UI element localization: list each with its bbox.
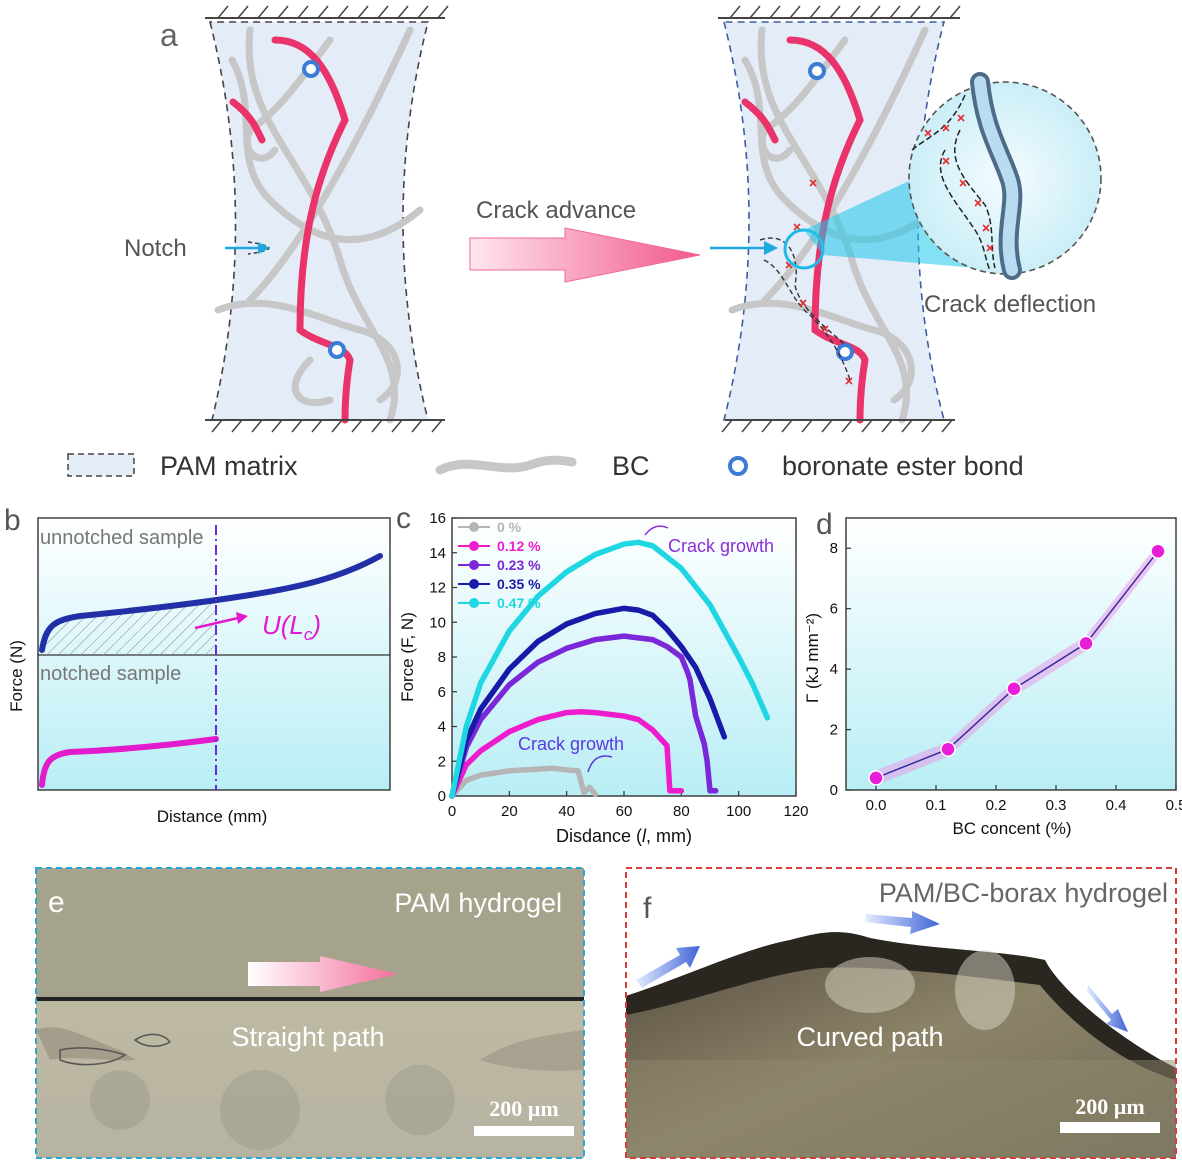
d-point [940, 741, 956, 757]
c-ytick-label: 14 [429, 545, 446, 562]
c-legend-marker [469, 560, 479, 570]
panel-d: d 0.0 0.1 0.2 0.3 0.4 0.5 0 2 4 6 8 BC concent (%)… [803, 508, 1182, 838]
c-ytick-label: 12 [429, 580, 446, 597]
d-ytick-label: 6 [830, 601, 838, 618]
panel-e-path-label: Straight path [231, 1022, 384, 1052]
panel-c-xlabel: Disdance (l, mm) [556, 826, 692, 846]
panel-e: e PAM hydrogel Straight path 200 µm [35, 867, 585, 1159]
panel-f-scale-bar [1060, 1122, 1160, 1133]
d-error-band [876, 543, 1158, 786]
panel-a-legend: PAM matrix BC boronate ester bond [67, 451, 1024, 481]
c-xtick-label: 100 [726, 803, 751, 820]
panel-c-ylabel: Force (F, N) [398, 612, 417, 702]
panel-d-letter: d [816, 508, 833, 541]
panel-e-scale-bar [474, 1126, 574, 1136]
panel-f-scale-label: 200 µm [1075, 1094, 1145, 1119]
d-xtick-label: 0.2 [986, 797, 1007, 814]
d-ytick-label: 0 [830, 782, 838, 799]
c-xtick-label: 0 [448, 803, 456, 820]
crack-advance-label: Crack advance [476, 197, 636, 224]
d-point [1006, 681, 1022, 697]
c-legend-marker [469, 598, 479, 608]
c-legend-label: 0 % [497, 519, 522, 535]
c-xtick-label: 80 [673, 803, 690, 820]
crack-advance-arrow: Crack advance [469, 197, 701, 283]
c-ytick-label: 4 [438, 719, 446, 736]
panel-d-xlabel: BC concent (%) [952, 819, 1071, 838]
d-xtick-label: 0.3 [1046, 797, 1067, 814]
panel-f-title: PAM/BC-borax hydrogel [879, 878, 1168, 908]
left-sample: Notch [124, 5, 449, 433]
panel-b-letter: b [4, 504, 21, 537]
unnotched-curve [39, 553, 383, 653]
d-xtick-label: 0.4 [1106, 797, 1127, 814]
d-ytick-label: 8 [830, 540, 838, 557]
crack-growth-annotation-bottom: Crack growth [518, 734, 624, 754]
panel-e-title: PAM hydrogel [394, 888, 562, 918]
legend-fiber: BC [612, 451, 650, 481]
panel-b: b unnotched sample notched sample U(Lc) … [4, 504, 391, 826]
panel-f: f PAM/BC-borax hydrogel Curved path 200 … [625, 867, 1177, 1159]
c-xtick-label: 60 [616, 803, 633, 820]
c-series-line-2 [449, 633, 719, 799]
c-ytick-label: 6 [438, 684, 446, 701]
crack-deflection-label: Crack deflection [924, 291, 1096, 318]
panel-c-letter: c [396, 502, 411, 535]
c-ytick-label: 2 [438, 753, 446, 770]
panel-d-ylabel: Γ (kJ mm⁻²) [803, 613, 822, 703]
d-xtick-label: 0.1 [926, 797, 947, 814]
c-legend-marker [469, 522, 479, 532]
c-xtick-label: 20 [501, 803, 518, 820]
notched-curve [39, 736, 219, 788]
d-xtick-label: 0.5 [1166, 797, 1182, 814]
c-legend-marker [469, 579, 479, 589]
panel-c-chart: 0 20 40 60 80 100 120 0 2 4 6 8 10 12 14 16 0 % 0.12 % 0.2… [429, 510, 808, 820]
notch-label: Notch [124, 235, 187, 262]
panel-b-xlabel: Distance (mm) [157, 807, 268, 826]
crack-deflection-zoom [908, 72, 1102, 280]
panel-e-letter: e [48, 886, 65, 919]
panel-d-plot-area [845, 517, 1177, 791]
c-legend-label: 0.35 % [497, 576, 541, 592]
c-legend-label: 0.12 % [497, 538, 541, 554]
d-ytick-label: 2 [830, 722, 838, 739]
c-xtick-label: 120 [783, 803, 808, 820]
c-ytick-label: 8 [438, 649, 446, 666]
legend-bond: boronate ester bond [782, 451, 1024, 481]
panel-a-letter: a [160, 17, 178, 53]
d-point [1150, 543, 1166, 559]
c-legend-marker [469, 541, 479, 551]
panel-f-letter: f [643, 892, 652, 925]
notched-label: notched sample [40, 663, 181, 685]
c-legend-label: 0.23 % [497, 557, 541, 573]
energy-label: U(Lc) [262, 610, 321, 644]
panel-d-chart: 0.0 0.1 0.2 0.3 0.4 0.5 0 2 4 6 8 [830, 540, 1182, 814]
c-ytick-label: 0 [438, 788, 446, 805]
c-ytick-label: 10 [429, 614, 446, 631]
panel-a: a Notch [67, 5, 1102, 481]
c-ytick-label: 16 [429, 510, 446, 527]
unnotched-label: unnotched sample [40, 527, 203, 549]
d-point [868, 770, 884, 786]
d-point [1078, 635, 1094, 652]
c-legend-label: 0.47 % [497, 595, 541, 611]
panel-b-ylabel: Force (N) [7, 640, 26, 712]
panel-e-scale-label: 200 µm [489, 1096, 559, 1121]
legend-matrix: PAM matrix [160, 451, 298, 481]
panel-f-path-label: Curved path [796, 1022, 943, 1052]
d-ytick-label: 4 [830, 661, 838, 678]
crack-growth-annotation-top: Crack growth [668, 536, 774, 556]
d-xtick-label: 0.0 [866, 797, 887, 814]
c-xtick-label: 40 [558, 803, 575, 820]
